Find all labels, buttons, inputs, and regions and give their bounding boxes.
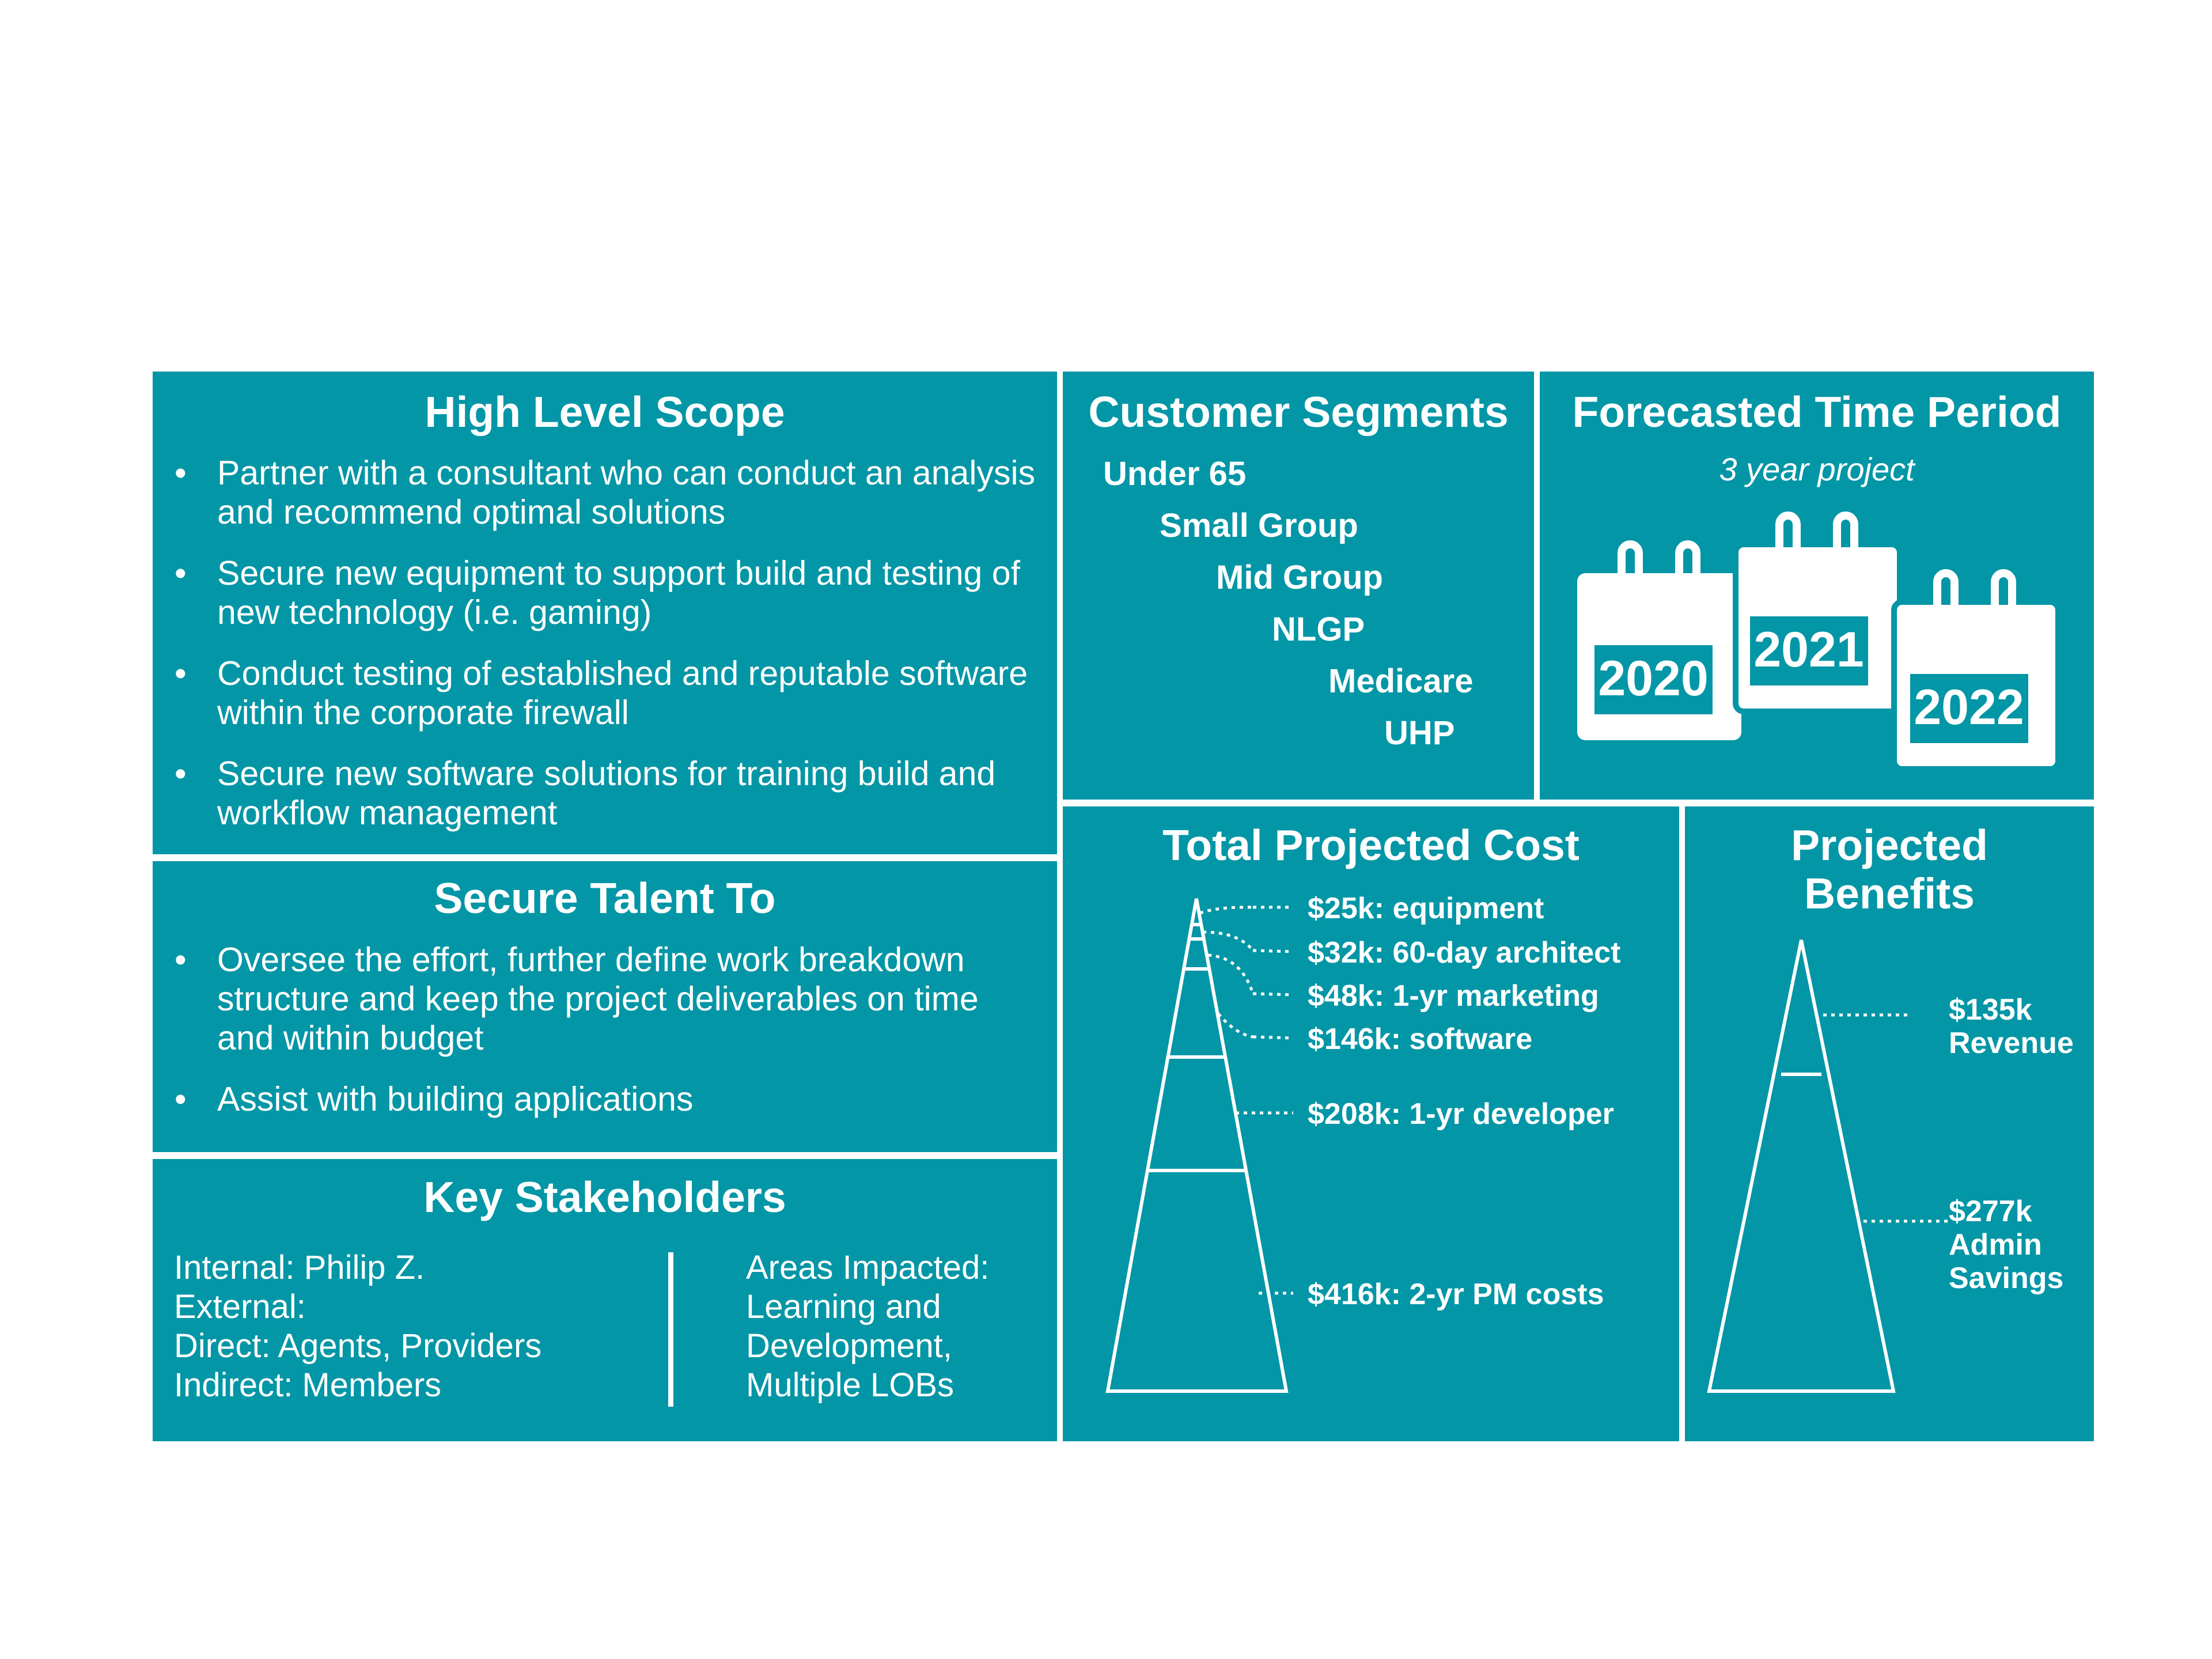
key-stakeholders-title: Key Stakeholders xyxy=(423,1173,786,1221)
cost-label: $208k: 1-yr developer xyxy=(1308,1097,1614,1131)
benefits-pyramid-outline xyxy=(1707,940,1896,1393)
calendar-icon: 2021 xyxy=(1733,512,1903,714)
stakeholder-line: Indirect: Members xyxy=(174,1366,442,1404)
cost-label: $25k: equipment xyxy=(1308,892,1544,925)
cost-label: $48k: 1-yr marketing xyxy=(1308,979,1599,1013)
cost-leader-line xyxy=(1252,1035,1294,1040)
scope-item: Conduct testing of established and reput… xyxy=(153,654,1043,732)
customer-segments-title: Customer Segments xyxy=(1088,388,1509,436)
segment-item: Medicare xyxy=(1328,662,1474,700)
stakeholder-line: Multiple LOBs xyxy=(746,1366,955,1404)
cost-leader-line xyxy=(1207,953,1255,994)
high-level-scope-panel: High Level Scope Partner with a consulta… xyxy=(153,372,1057,854)
customer-segments-panel: Customer Segments Under 65 Small Group M… xyxy=(1063,372,1534,800)
benefit-label: $277k xyxy=(1949,1195,2032,1228)
stakeholder-line: Direct: Agents, Providers xyxy=(174,1327,542,1365)
benefit-label: $135k xyxy=(1949,993,2032,1027)
scope-item: Secure new software solutions for traini… xyxy=(153,754,1043,832)
cost-leader-line xyxy=(1252,992,1294,997)
segment-item: Small Group xyxy=(1160,507,1358,544)
stakeholders-areas-impacted: Areas Impacted: Learning and Development… xyxy=(746,1248,989,1405)
segment-item: NLGP xyxy=(1272,611,1365,648)
cost-leader-line xyxy=(1202,930,1254,952)
calendar-icon: 2020 xyxy=(1577,540,1741,740)
talent-item: Assist with building applications xyxy=(153,1080,999,1119)
calendar-year: 2021 xyxy=(1753,622,1863,677)
talent-item: Oversee the effort, further define work … xyxy=(153,940,999,1058)
stakeholder-line: Internal: Philip Z. xyxy=(174,1249,425,1286)
calendar-year: 2022 xyxy=(1914,680,2024,735)
scope-list: Partner with a consultant who can conduc… xyxy=(153,453,1043,854)
high-level-scope-title: High Level Scope xyxy=(425,388,785,436)
stakeholder-line: Areas Impacted: xyxy=(746,1249,990,1286)
scope-item: Partner with a consultant who can conduc… xyxy=(153,453,1043,532)
benefit-label: Admin xyxy=(1949,1228,2042,1262)
key-stakeholders-panel: Key Stakeholders Internal: Philip Z. Ext… xyxy=(153,1159,1057,1441)
cost-label: $146k: software xyxy=(1308,1022,1532,1056)
calendar-icon: 2022 xyxy=(1891,569,2061,772)
segment-item: UHP xyxy=(1384,714,1455,752)
stakeholder-line: External: xyxy=(174,1288,306,1325)
total-projected-cost-panel: Total Projected Cost $25k: equipment $32k… xyxy=(1063,806,1679,1441)
cost-leader-line xyxy=(1199,906,1253,915)
cost-label: $32k: 60-day architect xyxy=(1308,936,1620,969)
calendar-year: 2020 xyxy=(1598,651,1708,706)
stakeholders-divider xyxy=(668,1252,673,1407)
forecast-subtitle: 3 year project xyxy=(1719,451,1915,487)
secure-talent-title: Secure Talent To xyxy=(434,874,776,922)
total-projected-cost-title: Total Projected Cost xyxy=(1162,821,1580,869)
cost-leader-line xyxy=(1252,949,1294,953)
cost-pyramid-outline xyxy=(1105,898,1289,1393)
stakeholders-internal-external: Internal: Philip Z. External: Direct: Ag… xyxy=(174,1248,541,1405)
projected-benefits-title-line-1: Projected xyxy=(1791,821,1988,869)
benefit-label: Revenue xyxy=(1949,1027,2074,1060)
forecasted-time-title: Forecasted Time Period xyxy=(1572,388,2062,436)
secure-talent-panel: Secure Talent To Oversee the effort, fur… xyxy=(153,861,1057,1152)
calendar-illustration: 2020 2021 2022 xyxy=(1577,512,2061,772)
segment-item: Mid Group xyxy=(1216,559,1383,596)
stakeholder-line: Learning and xyxy=(746,1288,941,1325)
stakeholder-line: Development, xyxy=(746,1327,952,1365)
projected-benefits-title-line-2: Benefits xyxy=(1804,869,1975,918)
cost-pyramid: $25k: equipment $32k: 60-day architect $48… xyxy=(1105,892,1620,1393)
cost-leader-line xyxy=(1217,1013,1253,1039)
cost-label: $416k: 2-yr PM costs xyxy=(1308,1278,1604,1311)
talent-list: Oversee the effort, further define work … xyxy=(153,940,999,1141)
forecasted-time-panel: Forecasted Time Period 3 year project 20… xyxy=(1540,372,2094,800)
scope-item: Secure new equipment to support build an… xyxy=(153,554,1043,632)
benefit-label: Savings xyxy=(1949,1262,2063,1295)
segment-item: Under 65 xyxy=(1103,455,1247,493)
